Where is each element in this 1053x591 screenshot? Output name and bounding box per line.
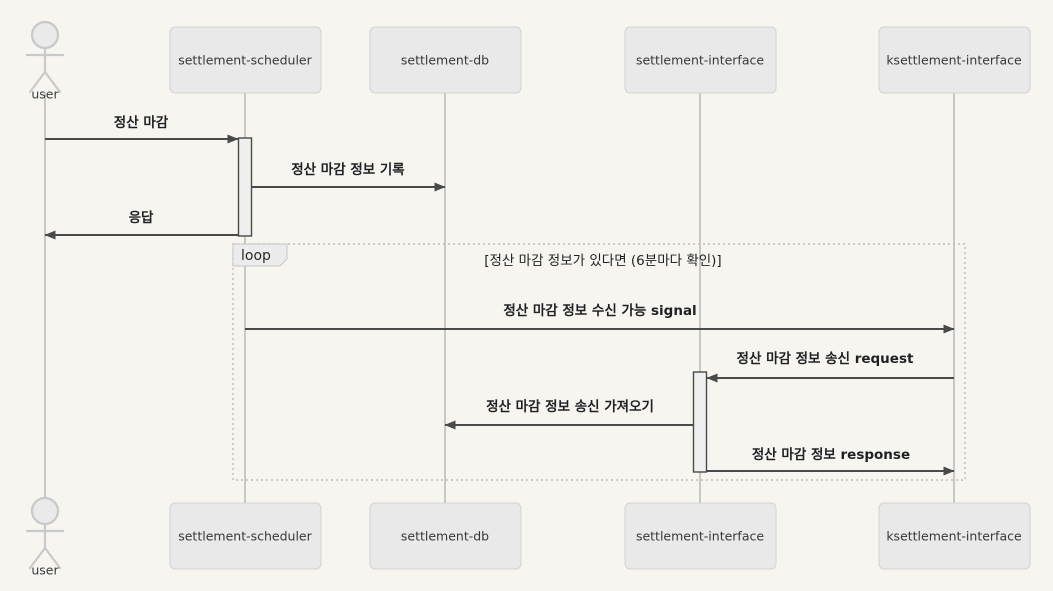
msg-5: 정산 마감 정보 송신 request bbox=[706, 350, 954, 383]
participant-label: ksettlement-interface bbox=[886, 53, 1022, 68]
fragment-border bbox=[232, 243, 966, 481]
participant-box[interactable] bbox=[624, 26, 777, 94]
participant-label: settlement-db bbox=[401, 53, 489, 68]
participant-box[interactable] bbox=[169, 502, 322, 570]
actor-leg-left bbox=[28, 546, 47, 570]
fragment-condition-label: [정산 마감 정보가 있다면 (6분마다 확인)] bbox=[484, 253, 721, 269]
participant-box[interactable] bbox=[369, 502, 522, 570]
fragment-tab bbox=[232, 243, 288, 267]
msg-6: 정산 마감 정보 송신 가져오기 bbox=[444, 398, 693, 430]
participant-label: settlement-interface bbox=[636, 53, 764, 68]
activations-layer bbox=[237, 137, 708, 473]
participant-box[interactable] bbox=[169, 26, 322, 94]
participant-box[interactable] bbox=[878, 502, 1031, 570]
participant-settlement-interface-top[interactable]: settlement-interface bbox=[624, 26, 777, 94]
participant-label: settlement-db bbox=[401, 529, 489, 544]
participants-layer: user user settlement-scheduler settlement-s… bbox=[25, 20, 1031, 578]
participant-settlement-scheduler-bottom[interactable]: settlement-scheduler bbox=[169, 502, 322, 570]
lifelines-layer bbox=[44, 93, 955, 503]
interface-activation bbox=[692, 371, 708, 473]
participant-ksettlement-interface-bottom[interactable]: ksettlement-interface bbox=[878, 502, 1031, 570]
message-label: 정산 마감 정보 response bbox=[752, 446, 910, 463]
participant-label: settlement-scheduler bbox=[178, 53, 312, 68]
fragment-operator-label: loop bbox=[241, 248, 271, 264]
participant-label: ksettlement-interface bbox=[886, 529, 1022, 544]
message-label: 정산 마감 정보 송신 가져오기 bbox=[486, 398, 654, 415]
scheduler-activation bbox=[237, 137, 253, 237]
actor-user-bottom: user bbox=[25, 496, 65, 578]
participant-label: settlement-scheduler bbox=[178, 529, 312, 544]
message-label: 응답 bbox=[129, 209, 154, 226]
msg-1: 정산 마감 bbox=[45, 114, 239, 144]
actor-leg-left bbox=[28, 70, 47, 94]
msg-3: 응답 bbox=[44, 209, 238, 240]
actor-leg-right bbox=[43, 70, 62, 94]
actor-label-user-bottom: user bbox=[31, 563, 59, 578]
msg-4: 정산 마감 정보 수신 가능 signal bbox=[245, 302, 955, 334]
participant-box[interactable] bbox=[878, 26, 1031, 94]
actor-head-icon bbox=[30, 496, 60, 526]
msg-2: 정산 마감 정보 기록 bbox=[252, 161, 446, 192]
message-label: 정산 마감 bbox=[114, 114, 169, 131]
loop-fragment: loop [정산 마감 정보가 있다면 (6분마다 확인)] bbox=[232, 243, 966, 481]
actor-label-user-top: user bbox=[31, 87, 59, 102]
fragments-layer: loop [정산 마감 정보가 있다면 (6분마다 확인)] bbox=[232, 243, 966, 481]
participant-box[interactable] bbox=[369, 26, 522, 94]
actor-head-icon bbox=[30, 20, 60, 50]
participant-settlement-db-top[interactable]: settlement-db bbox=[369, 26, 522, 94]
msg-7: 정산 마감 정보 response bbox=[707, 446, 955, 476]
actor-user-top: user bbox=[25, 20, 65, 102]
participant-settlement-interface-bottom[interactable]: settlement-interface bbox=[624, 502, 777, 570]
message-label: 정산 마감 정보 송신 request bbox=[737, 350, 914, 367]
message-label: 정산 마감 정보 수신 가능 signal bbox=[503, 302, 696, 319]
message-label: 정산 마감 정보 기록 bbox=[291, 161, 405, 178]
participant-label: settlement-interface bbox=[636, 529, 764, 544]
participant-box[interactable] bbox=[624, 502, 777, 570]
participant-settlement-db-bottom[interactable]: settlement-db bbox=[369, 502, 522, 570]
participant-ksettlement-interface-top[interactable]: ksettlement-interface bbox=[878, 26, 1031, 94]
participant-settlement-scheduler-top[interactable]: settlement-scheduler bbox=[169, 26, 322, 94]
actor-leg-right bbox=[43, 546, 62, 570]
